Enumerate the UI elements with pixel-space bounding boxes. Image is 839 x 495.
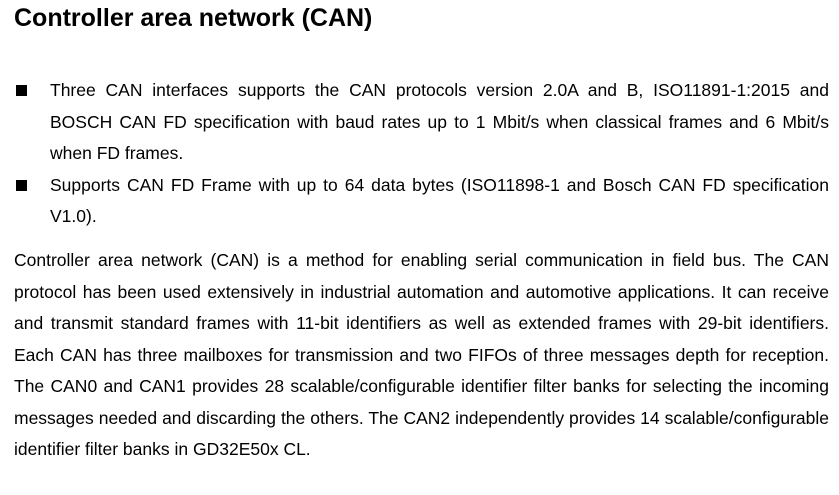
bullet-text: Supports CAN FD Frame with up to 64 data… <box>50 174 829 227</box>
square-bullet-icon <box>16 85 27 96</box>
section-heading: Controller area network (CAN) <box>14 4 373 32</box>
bullet-item-can-fd-frame: Supports CAN FD Frame with up to 64 data… <box>14 170 829 233</box>
description-paragraph: Controller area network (CAN) is a metho… <box>14 250 829 459</box>
feature-bullet-list: Three CAN interfaces supports the CAN pr… <box>14 75 829 233</box>
bullet-item-can-interfaces: Three CAN interfaces supports the CAN pr… <box>14 75 829 170</box>
square-bullet-icon <box>16 179 27 191</box>
bullet-text: Three CAN interfaces supports the CAN pr… <box>50 80 829 163</box>
